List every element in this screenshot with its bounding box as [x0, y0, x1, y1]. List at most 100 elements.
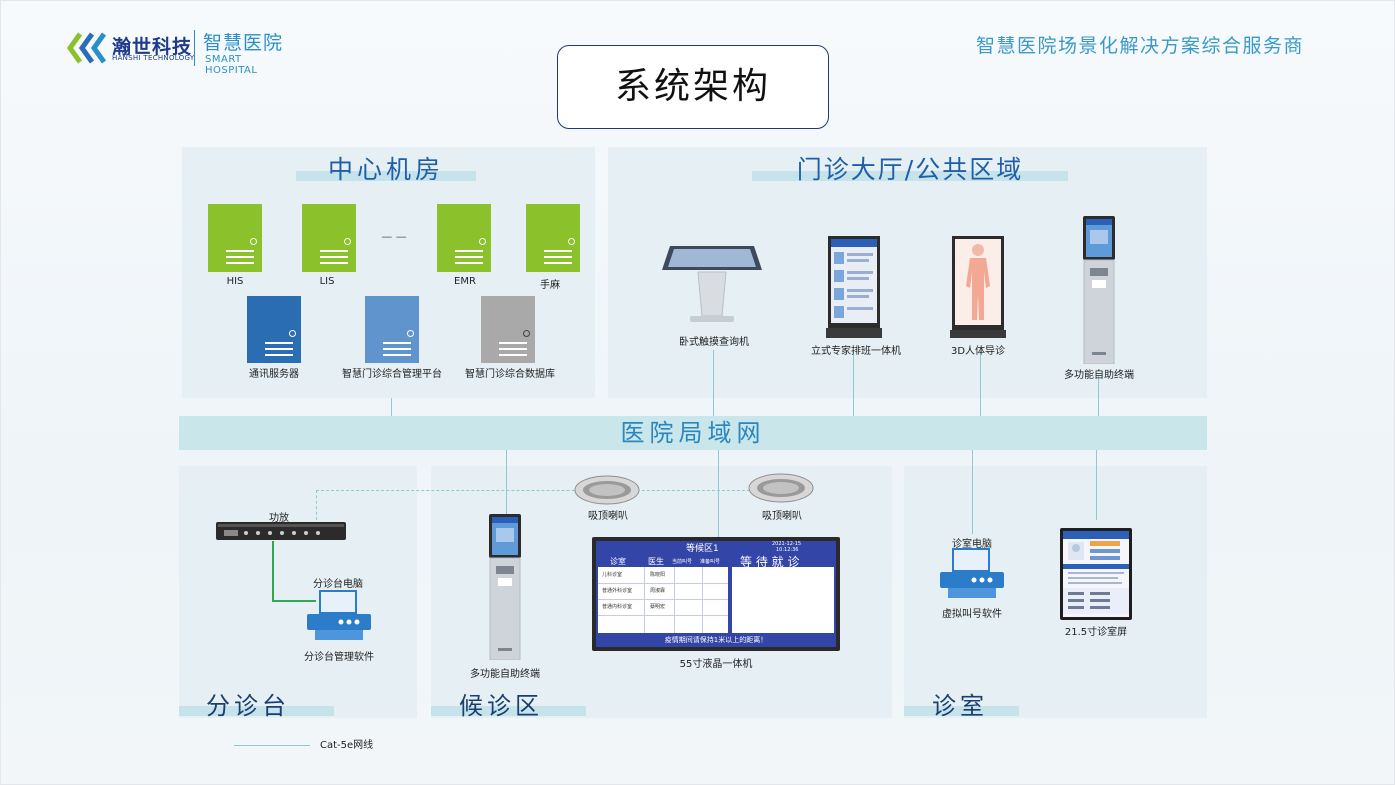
- queue-screen-inner: 等候区1 2021-12-15 10:12:36 诊室 医生 当前叫号 准备叫号…: [596, 541, 836, 647]
- green-cable-horizontal: [272, 600, 316, 602]
- link-kiosk-lan: [713, 350, 714, 416]
- link-lan-clinic-pc: [972, 450, 973, 534]
- link-lan-screen: [718, 450, 719, 538]
- clinic-pc-label: 诊室电脑: [952, 539, 992, 550]
- waiting-terminal-label: 多功能自助终端: [470, 669, 540, 680]
- section-bar-data-center: [296, 171, 476, 181]
- legend-line: [234, 745, 310, 746]
- speaker-label-2: 吸顶喇叭: [762, 511, 802, 522]
- clinic-screen-icon: [1060, 528, 1132, 620]
- logo-cn: 瀚世科技: [112, 36, 193, 58]
- section-bar-triage: [179, 706, 334, 716]
- self-service-terminal-icon: [1083, 216, 1115, 364]
- queue-header-room: 诊室: [610, 557, 626, 566]
- queue-table: 儿科诊室 陈晓阳 普通外科诊室 周淑霖 普通内科诊室 蔡明宏: [598, 567, 728, 633]
- triage-software-label: 分诊台管理软件: [304, 652, 374, 663]
- section-title-lobby: 门诊大厅/公共区域: [796, 155, 1024, 184]
- table-cell-doctor: 周淑霖: [650, 588, 666, 594]
- server-his: [208, 204, 262, 272]
- table-row: 普通外科诊室 周淑霖: [598, 583, 728, 600]
- device-label-schedule-display: 立式专家排班一体机: [811, 346, 901, 357]
- link-datacenter-lan: [391, 398, 392, 416]
- server-platform: [365, 296, 419, 363]
- table-cell-room: 普通外科诊室: [602, 588, 633, 594]
- queue-header-prepare: 准备叫号: [700, 559, 721, 565]
- lan-band: 医院局域网: [179, 416, 1207, 450]
- section-bar-waiting: [431, 706, 586, 716]
- server-label-his: HIS: [226, 276, 244, 287]
- section-title-triage: 分诊台: [206, 692, 290, 720]
- brand-logo: 瀚世科技 HANSHI TECHNOLOGY 智慧医院 SMART HOSPIT…: [66, 28, 296, 76]
- server-label-platform: 智慧门诊综合管理平台: [342, 369, 442, 380]
- queue-header-current: 当前叫号: [672, 559, 693, 565]
- triage-pc-icon: [307, 590, 371, 640]
- table-row: 儿科诊室 陈晓阳: [598, 567, 728, 584]
- link-lan-kiosk2: [506, 450, 507, 516]
- table-col-divider: [674, 567, 675, 633]
- title-box: 系统架构: [557, 45, 829, 129]
- server-label-comm: 通讯服务器: [249, 369, 299, 380]
- table-col-divider: [702, 567, 703, 633]
- table-cell-doctor: 蔡明宏: [650, 604, 666, 610]
- server-lis: [302, 204, 356, 272]
- section-bar-clinic: [904, 706, 1019, 716]
- link-terminal-lan: [1098, 376, 1099, 416]
- section-title-data-center: 中心机房: [327, 155, 444, 184]
- table-cell-room: 儿科诊室: [602, 572, 623, 578]
- tagline: 智慧医院场景化解决方案综合服务商: [976, 35, 1305, 57]
- server-comm: [247, 296, 301, 363]
- device-label-horizontal-kiosk: 卧式触摸查询机: [679, 337, 749, 348]
- waiting-terminal-icon: [489, 514, 521, 660]
- panel-triage: [179, 466, 417, 718]
- horizontal-kiosk-icon: [662, 246, 762, 322]
- table-row: 普通内科诊室 蔡明宏: [598, 599, 728, 616]
- green-cable-vertical: [272, 541, 274, 602]
- schedule-display-icon: [826, 236, 882, 338]
- link-3d-lan: [980, 350, 981, 416]
- 3d-body-guide-icon: [950, 236, 1006, 338]
- ceiling-speaker-icon-2: [748, 473, 814, 503]
- triage-pc-label: 分诊台电脑: [313, 579, 363, 590]
- lan-label: 医院局域网: [620, 419, 766, 447]
- queue-area-name: 等候区1: [686, 544, 719, 554]
- queue-screen-label: 55寸液晶一体机: [679, 659, 753, 670]
- queue-screen: 等候区1 2021-12-15 10:12:36 诊室 医生 当前叫号 准备叫号…: [592, 537, 840, 651]
- server-ellipsis: — —: [381, 230, 407, 243]
- server-label-anesthesia: 手麻: [540, 280, 560, 291]
- device-label-3d-body: 3D人体导诊: [950, 346, 1006, 357]
- server-emr: [437, 204, 491, 272]
- logo-en: HANSHI TECHNOLOGY: [112, 54, 195, 62]
- server-label-emr: EMR: [454, 276, 476, 287]
- queue-header-doctor: 医生: [648, 557, 664, 566]
- section-title-waiting: 候诊区: [459, 692, 543, 720]
- table-cell-doctor: 陈晓阳: [650, 572, 666, 578]
- page-title: 系统架构: [614, 66, 771, 107]
- server-label-database: 智慧门诊综合数据库: [465, 369, 555, 380]
- audio-link-dashed-down: [316, 490, 317, 520]
- legend-label: Cat-5e网线: [320, 740, 374, 751]
- queue-footer: 疫情期间请保持1米以上的距离！: [664, 636, 768, 644]
- server-anesthesia: [526, 204, 580, 272]
- table-col-divider: [644, 567, 645, 633]
- logo-en2: SMART HOSPITAL: [205, 54, 258, 76]
- speaker-label-1: 吸顶喇叭: [588, 511, 628, 522]
- audio-link-dashed: [316, 490, 760, 491]
- logo-divider: [194, 30, 195, 66]
- device-label-self-service-terminal: 多功能自助终端: [1064, 370, 1134, 381]
- server-database: [481, 296, 535, 363]
- section-bar-lobby: [752, 171, 1068, 181]
- chevron-logo-icon: [66, 32, 107, 64]
- clinic-software-label: 虚拟叫号软件: [942, 609, 1002, 620]
- logo-cn2: 智慧医院: [203, 32, 284, 54]
- queue-waiting-label: 等 待 就 诊: [740, 555, 800, 569]
- queue-waiting-panel: [732, 567, 834, 633]
- link-schedule-lan: [853, 350, 854, 416]
- amplifier-icon: [216, 522, 346, 540]
- clinic-screen-label: 21.5寸诊室屏: [1064, 627, 1128, 638]
- server-label-lis: LIS: [319, 276, 335, 287]
- amplifier-label: 功放: [269, 513, 289, 524]
- clinic-pc-icon: [940, 548, 1004, 598]
- section-title-clinic: 诊室: [932, 692, 988, 720]
- link-lan-clinic-screen: [1096, 450, 1097, 520]
- ceiling-speaker-icon-1: [574, 475, 640, 505]
